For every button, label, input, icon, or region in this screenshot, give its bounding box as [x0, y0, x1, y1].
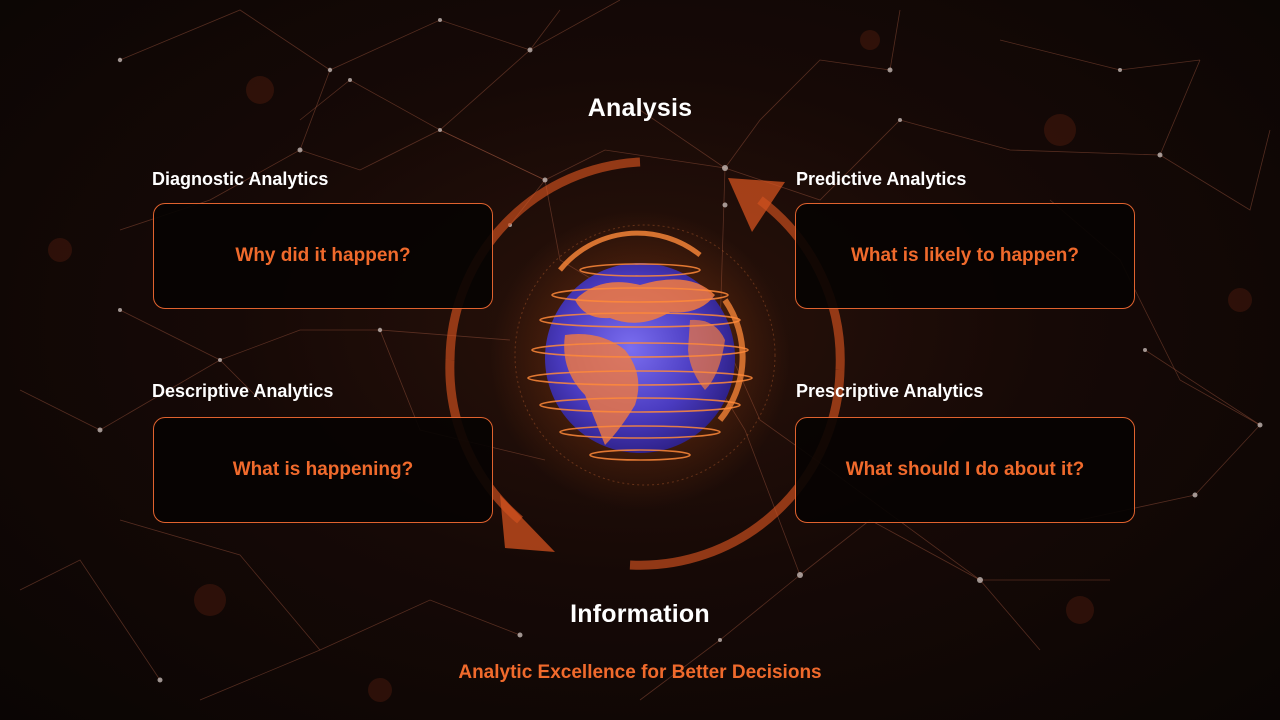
tagline: Analytic Excellence for Better Decisions	[458, 662, 822, 683]
predictive-analytics-card: What is likely to happen?	[795, 203, 1135, 309]
descriptive-analytics-label: Descriptive Analytics	[152, 381, 334, 401]
network-nodes	[97, 18, 1263, 683]
descriptive-analytics-card: What is happening?	[153, 417, 493, 523]
cycle-arrowheads	[500, 178, 785, 552]
analysis-title: Analysis	[587, 94, 693, 122]
predictive-analytics-question: What is likely to happen?	[850, 245, 1080, 266]
prescriptive-analytics-card: What should I do about it?	[795, 417, 1135, 523]
diagnostic-analytics-card: Why did it happen?	[153, 203, 493, 309]
diagnostic-analytics-label: Diagnostic Analytics	[152, 169, 329, 189]
globe-icon	[490, 210, 790, 510]
descriptive-analytics-question: What is happening?	[232, 459, 414, 480]
diagnostic-analytics-question: Why did it happen?	[235, 245, 411, 266]
information-title: Information	[570, 600, 710, 628]
predictive-analytics-label: Predictive Analytics	[796, 169, 967, 189]
prescriptive-analytics-question: What should I do about it?	[845, 459, 1085, 480]
prescriptive-analytics-label: Prescriptive Analytics	[796, 381, 984, 401]
blurred-dots	[48, 30, 1252, 702]
